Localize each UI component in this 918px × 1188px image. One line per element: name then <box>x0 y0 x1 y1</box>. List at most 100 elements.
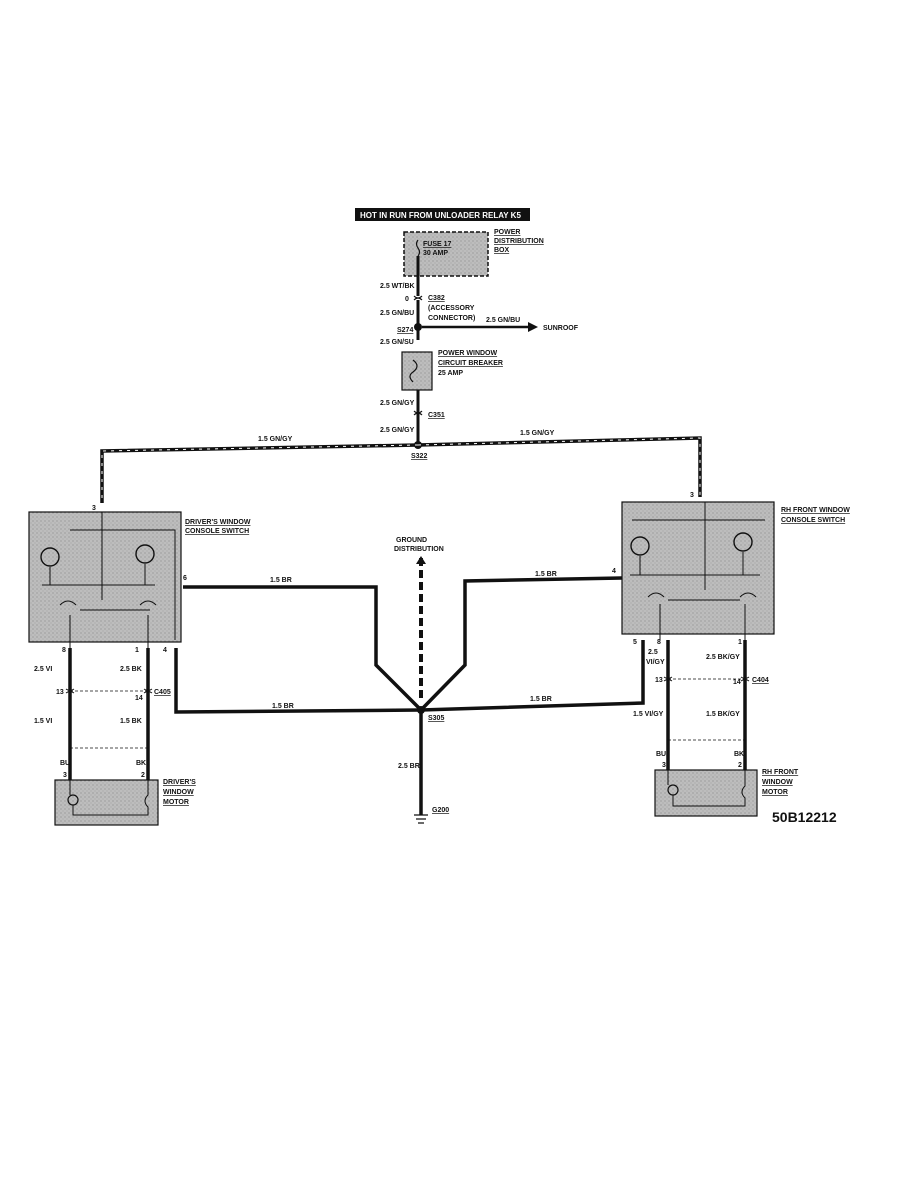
breaker-label-1: POWER WINDOW <box>438 350 497 357</box>
wire-label-bu-left: BU <box>60 760 70 767</box>
connector-c382-symbol <box>413 295 423 301</box>
power-box-label-1: POWER <box>494 229 520 236</box>
rh-switch-lamp-right-icon <box>733 532 753 552</box>
driver-window-motor <box>54 779 159 826</box>
driver-switch-pin-8: 8 <box>62 647 66 654</box>
rh-motor-pin-2: 2 <box>738 762 742 769</box>
power-box-label-3: BOX <box>494 247 510 254</box>
rh-motor-label-1: RH FRONT <box>762 769 799 776</box>
driver-motor-pin-3: 3 <box>63 772 67 779</box>
bus-wire-right <box>417 436 702 497</box>
wire-driver-pin6-ground <box>183 585 423 712</box>
driver-switch-pin-4: 4 <box>163 647 167 654</box>
wire-label-bu-right: BU <box>656 751 666 758</box>
sunroof-arrow-icon <box>528 322 538 332</box>
rh-conn-pin-13: 13 <box>655 677 663 684</box>
wire-label-15gngy-left: 1.5 GN/GY <box>258 436 293 443</box>
c382-pin: 0 <box>405 296 409 303</box>
wire-label-15br-lower-left: 1.5 BR <box>272 703 294 710</box>
wire-label-wtbk: 2.5 WT/BK <box>380 283 415 290</box>
connector-c404-symbol <box>663 676 750 682</box>
g200-label: G200 <box>432 807 449 814</box>
driver-switch-pin-1: 1 <box>135 647 139 654</box>
wire-label-gngy-2: 2.5 GN/GY <box>380 427 415 434</box>
fuse-symbol <box>415 239 421 257</box>
c382-desc-2: CONNECTOR) <box>428 315 475 322</box>
rh-switch-pin-8: 8 <box>657 639 661 646</box>
rh-switch-internal-wiring <box>630 502 765 640</box>
fuse-label: FUSE 17 <box>423 241 452 248</box>
wire-label-gnsu: 2.5 GN/SU <box>380 339 414 346</box>
splice-s274 <box>414 323 422 331</box>
driver-motor-pin-2: 2 <box>141 772 145 779</box>
circuit-breaker-symbol <box>409 359 418 383</box>
wire-label-25vigy-a: 2.5 <box>648 649 658 656</box>
fuse-amp-label: 30 AMP <box>423 250 448 257</box>
driver-switch-lamp-left-icon <box>40 547 60 567</box>
driver-conn-pin-14: 14 <box>135 695 143 702</box>
driver-motor-internal-wiring <box>69 780 149 816</box>
wire-label-15br-upper-right: 1.5 BR <box>535 571 557 578</box>
rh-switch-pin-1: 1 <box>738 639 742 646</box>
header-banner-text: HOT IN RUN FROM UNLOADER RELAY K5 <box>360 211 521 220</box>
wire-label-15br-upper-left: 1.5 BR <box>270 577 292 584</box>
driver-conn-pin-13: 13 <box>56 689 64 696</box>
ground-dist-label-1: GROUND <box>396 537 427 544</box>
driver-switch-lamp-right-icon <box>135 544 155 564</box>
driver-switch-label-1: DRIVER'S WINDOW <box>185 519 251 526</box>
driver-motor-label-2: WINDOW <box>163 789 194 796</box>
figure-id: 50B12212 <box>772 809 837 825</box>
rh-front-window-motor <box>654 769 758 817</box>
wire-label-15gngy-right: 1.5 GN/GY <box>520 430 555 437</box>
c404-label: C404 <box>752 677 769 684</box>
wire-rh-pin5-ground <box>420 640 645 712</box>
power-box-label-2: DISTRIBUTION <box>494 238 544 245</box>
wire-label-bk-left: BK <box>136 760 146 767</box>
breaker-amp-label: 25 AMP <box>438 370 463 377</box>
c382-desc-1: (ACCESSORY <box>428 305 475 312</box>
ground-dist-label-2: DISTRIBUTION <box>394 546 444 553</box>
wire-label-15bk-left: 1.5 BK <box>120 718 142 725</box>
rh-switch-pin-3: 3 <box>690 492 694 499</box>
driver-switch-pin-6: 6 <box>183 575 187 582</box>
driver-switch-label-2: CONSOLE SWITCH <box>185 528 249 535</box>
c382-label: C382 <box>428 295 445 302</box>
wire-driver-pin4-ground <box>174 648 422 714</box>
connector-c351-symbol <box>413 410 423 416</box>
rh-switch-pin-4: 4 <box>612 568 616 575</box>
wire-label-25vigy-b: VI/GY <box>646 659 665 666</box>
rh-motor-label-3: MOTOR <box>762 789 788 796</box>
rh-conn-pin-14: 14 <box>733 679 741 686</box>
rh-switch-lamp-left-icon <box>630 536 650 556</box>
rh-motor-label-2: WINDOW <box>762 779 793 786</box>
rh-front-window-console-switch <box>621 501 775 635</box>
header-banner <box>355 208 530 221</box>
wire-label-15br-lower-right: 1.5 BR <box>530 696 552 703</box>
wire-label-15vi: 1.5 VI <box>34 718 52 725</box>
rh-motor-internal-wiring <box>667 770 746 807</box>
wire-label-gnbu: 2.5 GN/BU <box>380 310 414 317</box>
rh-switch-label-2: CONSOLE SWITCH <box>781 517 845 524</box>
driver-switch-internal-wiring <box>42 512 176 648</box>
wire-label-25bkgy: 2.5 BK/GY <box>706 654 740 661</box>
rh-motor-pin-3: 3 <box>662 762 666 769</box>
bus-wire-left-stripe <box>101 444 419 503</box>
bus-wire-right-stripe <box>417 437 701 497</box>
ground-dist-arrow-icon <box>416 556 426 564</box>
driver-switch-pin-3: 3 <box>92 505 96 512</box>
ground-g200-icon <box>414 814 428 824</box>
wire-label-gnbu-sunroof: 2.5 GN/BU <box>486 317 520 324</box>
wire-label-25vi: 2.5 VI <box>34 666 52 673</box>
rh-switch-pin-5: 5 <box>633 639 637 646</box>
wire-rh-pin4-ground <box>419 576 623 712</box>
sunroof-label: SUNROOF <box>543 325 579 332</box>
wire-label-15bkgy: 1.5 BK/GY <box>706 711 740 718</box>
c351-label: C351 <box>428 412 445 419</box>
circuit-breaker-box <box>401 351 433 391</box>
wire-label-bk-right: BK <box>734 751 744 758</box>
wire-label-gngy-1: 2.5 GN/GY <box>380 400 415 407</box>
wire-label-25bk-left: 2.5 BK <box>120 666 142 673</box>
bus-wire-left <box>100 443 419 503</box>
